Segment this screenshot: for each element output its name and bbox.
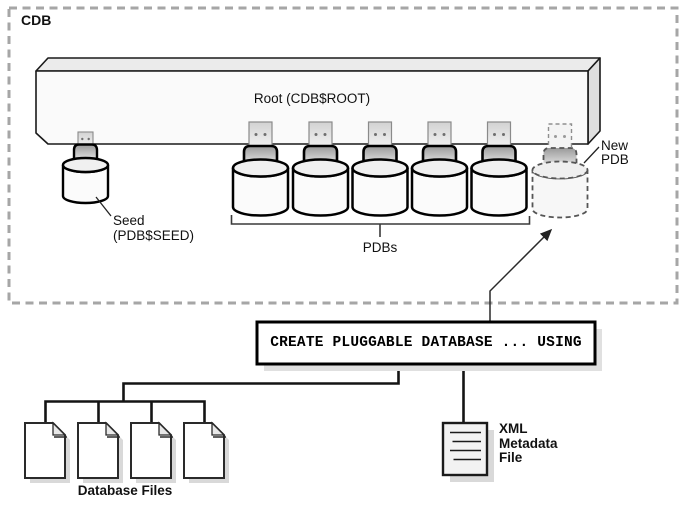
create-arrow [489, 228, 553, 322]
database-file-icon [183, 422, 230, 484]
seed-label: Seed (PDB$SEED) [113, 213, 195, 243]
database-files-label: Database Files [77, 483, 173, 498]
database-files-connector [44, 364, 400, 423]
command-box-frame [255, 320, 597, 366]
new-pdb-label-leader [583, 146, 600, 164]
root-label: Root (CDB$ROOT) [253, 91, 371, 106]
command-box [255, 320, 602, 371]
database-file-icon [24, 422, 71, 484]
xml-file-label: XML Metadata File [499, 421, 558, 465]
new-pdb-label: New PDB [601, 138, 629, 167]
xml-metadata-file-icon [441, 421, 494, 482]
slab-top-face [35, 57, 601, 72]
cdb-boundary [7, 6, 679, 305]
slab-right-face [587, 57, 601, 145]
seed-label-leader [95, 196, 112, 217]
cdb-label: CDB [21, 12, 52, 28]
pdbs-label: PDBs [362, 240, 398, 255]
database-file-icon [77, 422, 124, 484]
database-file-icon [130, 422, 177, 484]
pdbs-bracket [230, 215, 531, 237]
create-command-text: CREATE PLUGGABLE DATABASE ... USING [270, 334, 582, 351]
